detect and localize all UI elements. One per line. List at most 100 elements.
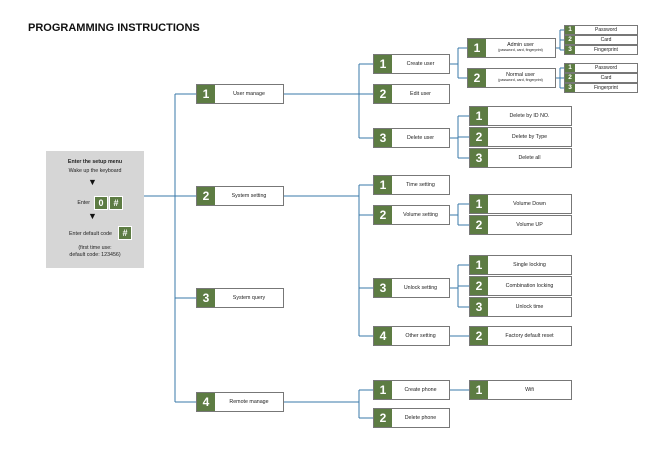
node-number: 3 — [470, 149, 488, 167]
node-label: Single locking — [513, 262, 546, 268]
setup-enter-label: Enter — [77, 200, 90, 206]
node-label-sub: (password, card, fingerprint) — [498, 48, 543, 52]
node-number: 3 — [374, 279, 392, 297]
node-label: Time setting — [406, 182, 435, 188]
admin-option-fingerprint: 3 Fingerprint — [564, 45, 638, 55]
normal-option-fingerprint: 3 Fingerprint — [564, 83, 638, 93]
node-label: Create phone — [404, 387, 437, 393]
node-number: 1 — [470, 381, 488, 399]
setup-note: (first time use: — [78, 245, 112, 251]
node-label: Fingerprint — [594, 85, 618, 91]
node-number: 1 — [470, 195, 488, 213]
node-label: Card — [600, 37, 612, 43]
node-label: Admin user(password, card, fingerprint) — [486, 39, 555, 57]
node-number: 1 — [565, 26, 575, 34]
node-wifi: 1 Wifi — [469, 380, 572, 400]
node-label: System query — [232, 295, 266, 301]
node-label: Volume setting — [403, 212, 438, 218]
node-label: Combination locking — [505, 283, 554, 289]
node-volume-up: 2 Volume UP — [469, 215, 572, 235]
node-label: Normal user(password, card, fingerprint) — [486, 69, 555, 87]
admin-option-password: 1 Password — [564, 25, 638, 35]
key-hash: # — [109, 196, 123, 210]
node-user-manage: 1 User manage — [196, 84, 284, 104]
node-label: Edit user — [410, 91, 431, 97]
node-label: Password — [595, 27, 617, 33]
node-label: Fingerprint — [594, 47, 618, 53]
node-number: 3 — [565, 84, 575, 92]
node-system-query: 3 System query — [196, 288, 284, 308]
setup-default-label: Enter default code — [69, 231, 112, 237]
node-label: Delete by ID NO. — [509, 113, 550, 119]
node-number: 1 — [470, 107, 488, 125]
node-label: Factory default reset — [505, 333, 554, 339]
node-number: 2 — [470, 327, 488, 345]
node-delete-by-id: 1 Delete by ID NO. — [469, 106, 572, 126]
node-unlock-time: 3 Unlock time — [469, 297, 572, 317]
node-delete-by-type: 2 Delete by Type — [469, 127, 572, 147]
node-label: Other setting — [405, 333, 436, 339]
node-label: Wifi — [525, 387, 534, 393]
node-label: System setting — [231, 193, 267, 199]
node-number: 2 — [470, 277, 488, 295]
node-label: Create user — [406, 61, 435, 67]
admin-option-card: 2 Card — [564, 35, 638, 45]
node-number: 2 — [565, 74, 575, 82]
node-number: 2 — [468, 69, 486, 87]
key-hash: # — [118, 226, 132, 240]
node-delete-all: 3 Delete all — [469, 148, 572, 168]
node-number: 2 — [374, 85, 392, 103]
node-combination-locking: 2 Combination locking — [469, 276, 572, 296]
node-number: 4 — [197, 393, 215, 411]
node-volume-setting: 2 Volume setting — [373, 205, 450, 225]
node-label: Delete by Type — [511, 134, 548, 140]
node-label: User manage — [233, 91, 265, 97]
node-label: Delete all — [518, 155, 541, 161]
setup-wake-text: Wake up the keyboard — [68, 168, 122, 174]
node-number: 3 — [197, 289, 215, 307]
node-number: 2 — [565, 36, 575, 44]
setup-note-default-code: default code: 123456) — [69, 252, 121, 258]
setup-panel: Enter the setup menu Wake up the keyboar… — [46, 151, 144, 268]
node-remote-manage: 4 Remote manage — [196, 392, 284, 412]
node-number: 3 — [470, 298, 488, 316]
node-number: 2 — [374, 409, 392, 427]
node-admin-user: 1 Admin user(password, card, fingerprint… — [467, 38, 556, 58]
node-label: Unlock setting — [403, 285, 438, 291]
node-edit-user: 2 Edit user — [373, 84, 450, 104]
node-number: 1 — [374, 381, 392, 399]
node-system-setting: 2 System setting — [196, 186, 284, 206]
node-delete-phone: 2 Delete phone — [373, 408, 450, 428]
node-factory-default-reset: 2 Factory default reset — [469, 326, 572, 346]
node-normal-user: 2 Normal user(password, card, fingerprin… — [467, 68, 556, 88]
node-single-locking: 1 Single locking — [469, 255, 572, 275]
node-label: Volume Down — [513, 201, 546, 207]
node-create-phone: 1 Create phone — [373, 380, 450, 400]
node-label: Volume UP — [516, 222, 543, 228]
node-number: 1 — [374, 176, 392, 194]
node-number: 3 — [565, 46, 575, 54]
node-unlock-setting: 3 Unlock setting — [373, 278, 450, 298]
node-create-user: 1 Create user — [373, 54, 450, 74]
key-0: 0 — [94, 196, 108, 210]
node-number: 2 — [374, 206, 392, 224]
node-time-setting: 1 Time setting — [373, 175, 450, 195]
page-title: PROGRAMMING INSTRUCTIONS — [28, 22, 200, 34]
node-number: 4 — [374, 327, 392, 345]
node-label-sub: (password, card, fingerprint) — [498, 78, 543, 82]
node-number: 1 — [565, 64, 575, 72]
node-label: Delete phone — [404, 415, 437, 421]
node-label: Delete user — [406, 135, 435, 141]
node-label-main: Admin user — [507, 42, 534, 48]
setup-heading: Enter the setup menu — [67, 159, 123, 165]
node-label: Card — [600, 75, 612, 81]
node-number: 1 — [374, 55, 392, 73]
node-number: 3 — [374, 129, 392, 147]
normal-option-password: 1 Password — [564, 63, 638, 73]
node-number: 1 — [468, 39, 486, 57]
node-label: Unlock time — [515, 304, 544, 310]
node-other-setting: 4 Other setting — [373, 326, 450, 346]
node-label-main: Normal user — [506, 72, 535, 78]
node-volume-down: 1 Volume Down — [469, 194, 572, 214]
